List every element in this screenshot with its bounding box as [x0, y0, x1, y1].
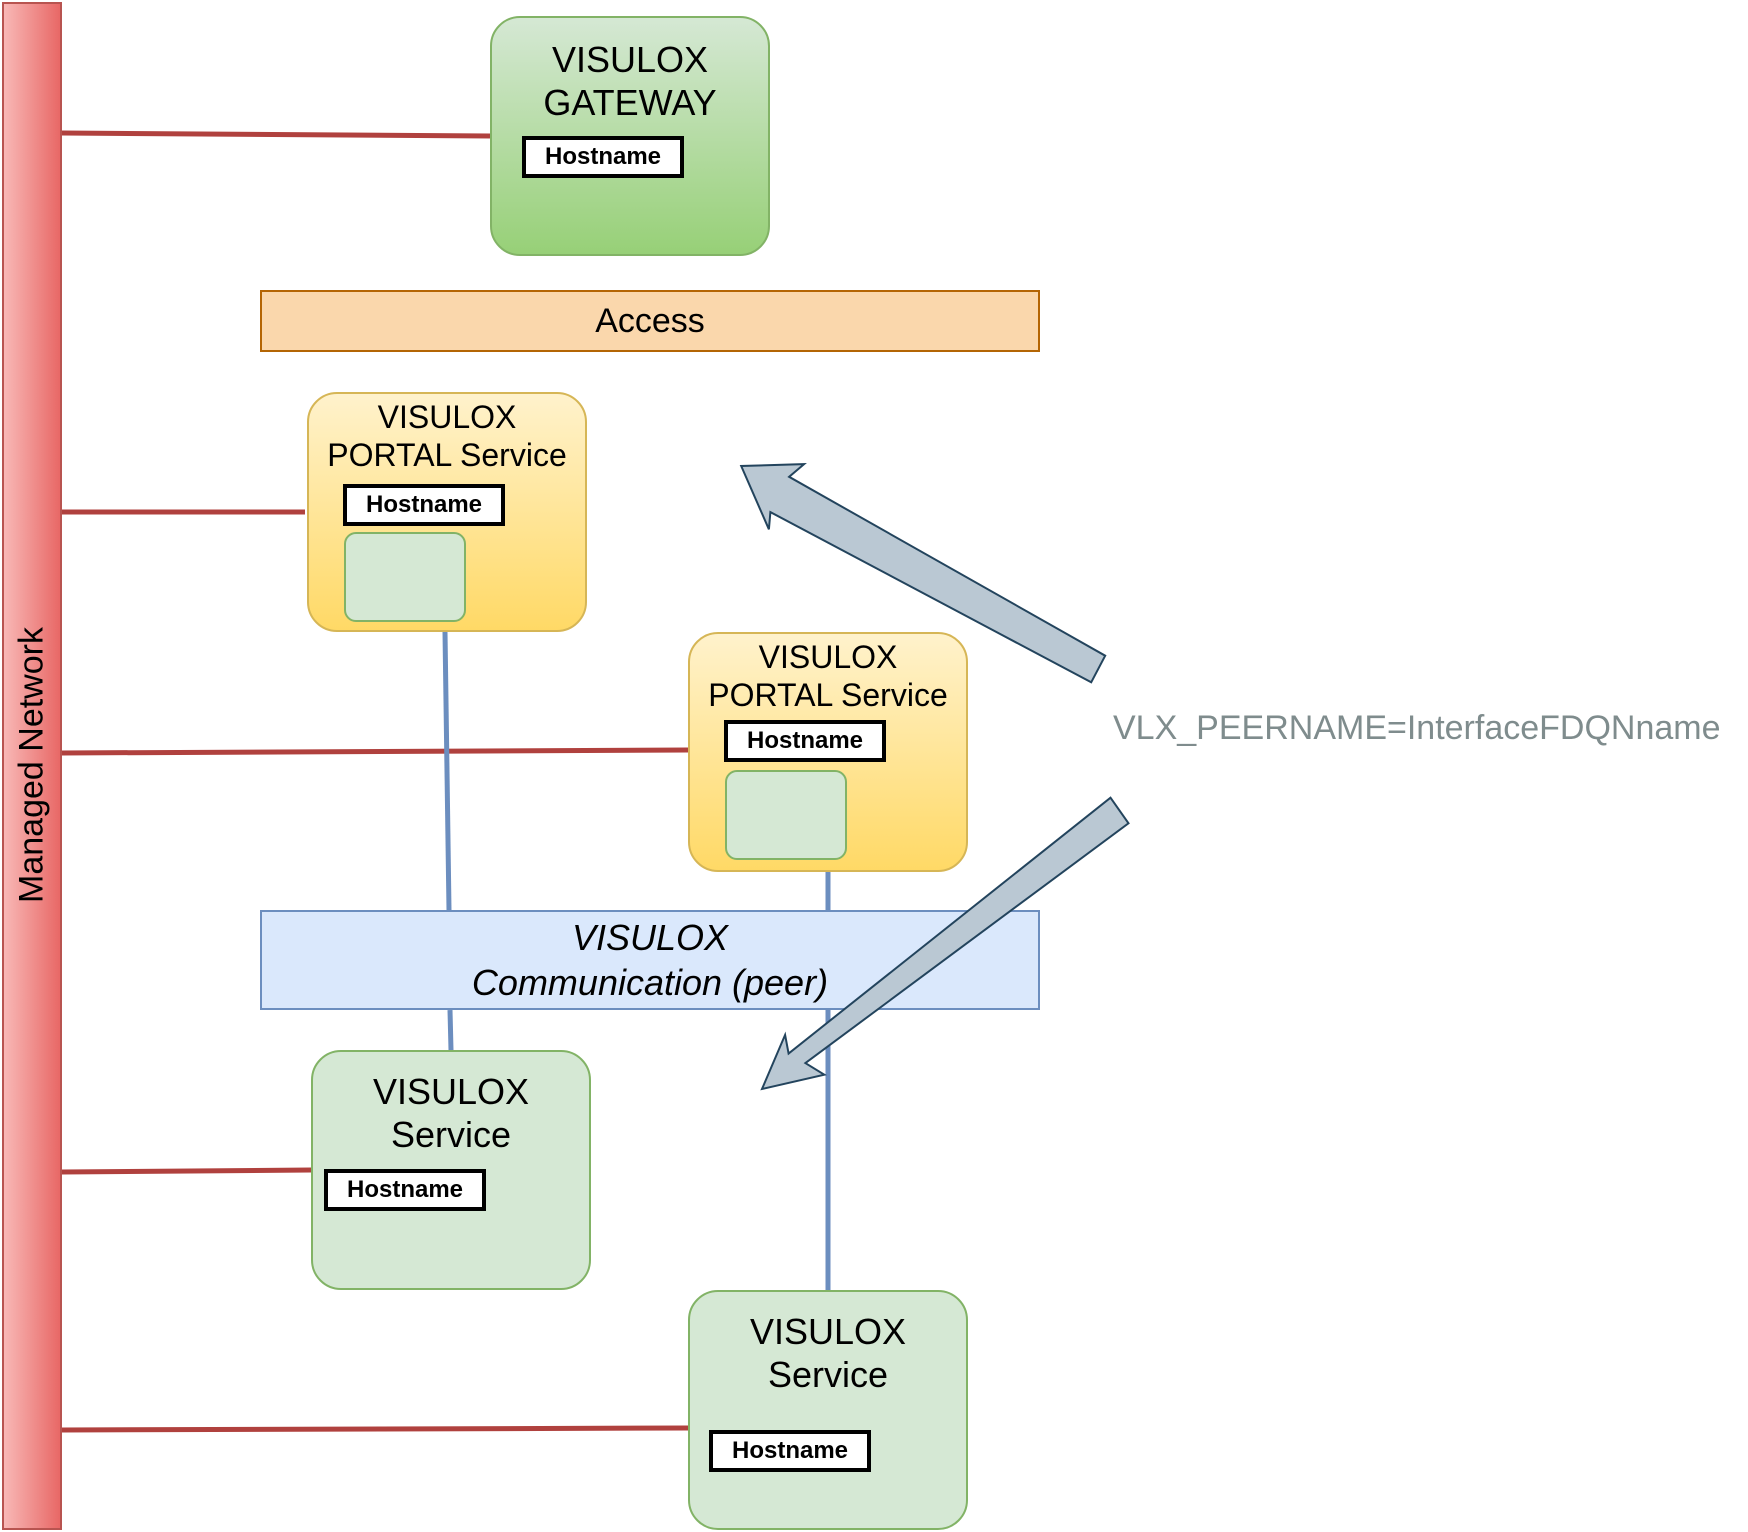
visulox-gateway-node[interactable]: VISULOX GATEWAY Hostname — [490, 16, 770, 256]
portal-1-title-line1: VISULOX — [377, 399, 517, 435]
visulox-service-node-1[interactable]: VISULOX Service Hostname — [311, 1050, 591, 1290]
portal-1-inner-component — [344, 532, 466, 622]
portal-1-title-line2: PORTAL Service — [327, 437, 567, 474]
network-link-portal-2 — [61, 747, 689, 756]
portal-1-hostname-box[interactable]: Hostname — [343, 484, 505, 526]
visulox-portal-service-node-2[interactable]: VISULOX PORTAL Service Hostname — [688, 632, 968, 872]
arrow-to-service-2 — [760, 796, 1130, 1091]
communication-line1: VISULOX — [571, 917, 729, 958]
peer-link-service-1 — [447, 1009, 454, 1051]
gateway-title-line1: VISULOX — [551, 39, 709, 80]
portal-2-inner-component — [725, 770, 847, 860]
visulox-portal-service-node-1[interactable]: VISULOX PORTAL Service Hostname — [307, 392, 587, 632]
service-1-title-line2: Service — [390, 1114, 512, 1156]
service-2-hostname-box[interactable]: Hostname — [709, 1430, 871, 1472]
arrow-to-portal-1 — [739, 463, 1107, 684]
network-link-service-2 — [61, 1425, 689, 1433]
portal-2-hostname-box[interactable]: Hostname — [724, 720, 886, 762]
gateway-hostname-box[interactable]: Hostname — [522, 136, 684, 178]
portal-2-title-line1: VISULOX — [758, 639, 898, 675]
service-1-title-line1: VISULOX — [372, 1071, 530, 1112]
visulox-service-node-2[interactable]: VISULOX Service Hostname — [688, 1290, 968, 1530]
portal-2-title-line2: PORTAL Service — [708, 677, 948, 714]
service-1-hostname-box[interactable]: Hostname — [324, 1169, 486, 1211]
gateway-title-line2: GATEWAY — [543, 82, 717, 124]
service-2-title-line1: VISULOX — [749, 1311, 907, 1352]
peer-name-annotation: VLX_PEERNAME=InterfaceFDQNname — [1113, 709, 1721, 747]
managed-network-bar — [2, 2, 62, 1530]
access-label: Access — [595, 301, 705, 340]
service-2-title-line2: Service — [767, 1354, 889, 1396]
communication-line2: Communication (peer) — [471, 962, 829, 1003]
network-link-service-1 — [61, 1167, 312, 1175]
access-layer: Access — [260, 290, 1040, 352]
peer-link-portal-1 — [442, 631, 452, 911]
network-link-gateway — [61, 130, 491, 139]
